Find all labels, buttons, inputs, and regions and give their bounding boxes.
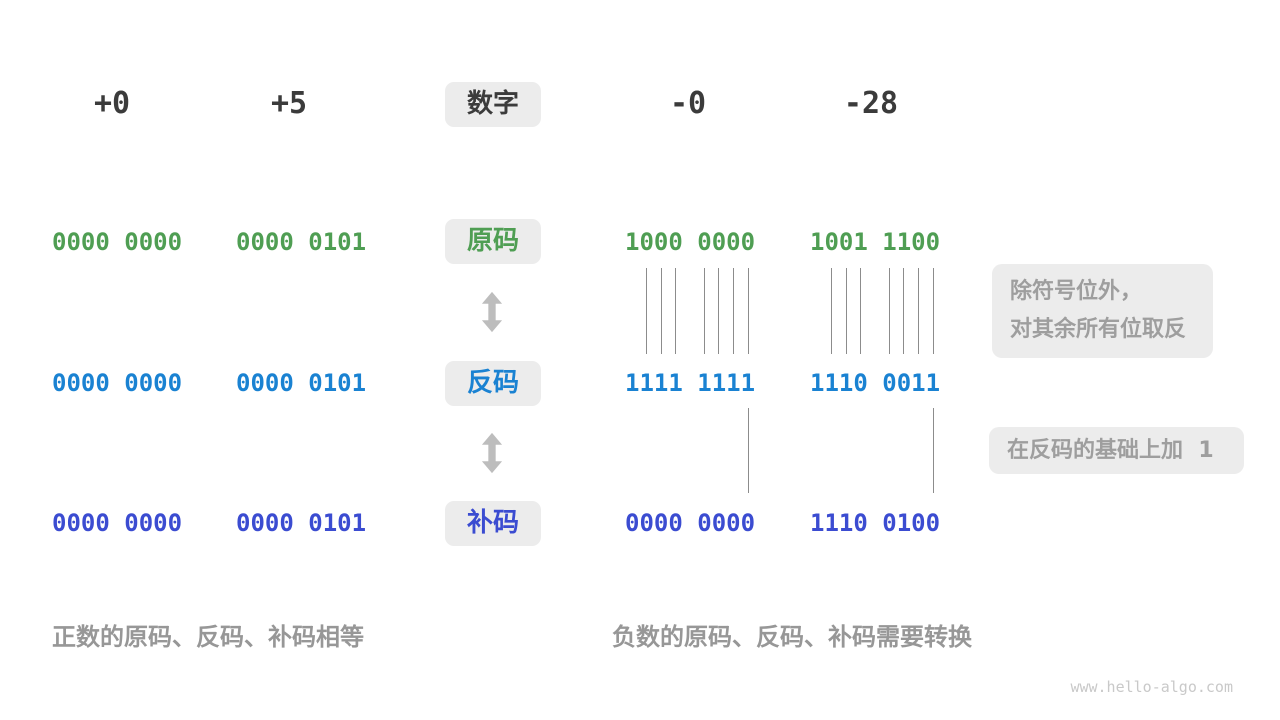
number-header-pos-five: +5 (270, 86, 308, 121)
row-label-twos-complement: 补码 (445, 501, 541, 546)
row-label-sign-magnitude: 原码 (445, 219, 541, 264)
note-invert-bits: 除符号位外， 对其余所有位取反 (992, 264, 1213, 358)
sign-magnitude-neg-28: 1001 1100 (810, 228, 941, 256)
bit-invert-line (903, 268, 904, 354)
bit-invert-line (675, 268, 676, 354)
bit-invert-line (860, 268, 861, 354)
twos-complement-neg-28: 1110 0100 (810, 509, 941, 537)
caption-positive-numbers: 正数的原码、反码、补码相等 (52, 623, 364, 651)
sign-magnitude-pos-zero: 0000 0000 (52, 228, 183, 256)
convert-updown-arrow-icon (481, 291, 503, 333)
bit-invert-line (889, 268, 890, 354)
bit-invert-line (918, 268, 919, 354)
number-header-pos-zero: +0 (93, 86, 131, 121)
bit-invert-line (831, 268, 832, 354)
note-invert-bits-line1: 除符号位外， (1010, 279, 1143, 304)
number-header-neg-zero: -0 (669, 86, 707, 121)
bit-invert-line (933, 268, 934, 354)
ones-complement-pos-five: 0000 0101 (236, 369, 367, 397)
bit-invert-line (846, 268, 847, 354)
bit-invert-line (646, 268, 647, 354)
row-label-ones-complement: 反码 (445, 361, 541, 406)
note-add-one: 在反码的基础上加 1 (989, 427, 1244, 474)
row-label-number: 数字 (445, 82, 541, 127)
bit-invert-line (748, 268, 749, 354)
number-header-neg-28: -28 (843, 86, 899, 121)
watermark-url: www.hello-algo.com (1070, 678, 1233, 696)
ones-complement-pos-zero: 0000 0000 (52, 369, 183, 397)
bit-invert-line (718, 268, 719, 354)
twos-complement-pos-zero: 0000 0000 (52, 509, 183, 537)
ones-complement-neg-28: 1110 0011 (810, 369, 941, 397)
note-invert-bits-line2: 对其余所有位取反 (1010, 317, 1187, 342)
add-one-line (748, 408, 749, 493)
caption-negative-numbers: 负数的原码、反码、补码需要转换 (612, 623, 972, 651)
bit-invert-line (661, 268, 662, 354)
twos-complement-pos-five: 0000 0101 (236, 509, 367, 537)
twos-complement-neg-zero: 0000 0000 (625, 509, 756, 537)
sign-magnitude-pos-five: 0000 0101 (236, 228, 367, 256)
ones-complement-neg-zero: 1111 1111 (625, 369, 756, 397)
add-one-line (933, 408, 934, 493)
sign-magnitude-neg-zero: 1000 0000 (625, 228, 756, 256)
bit-invert-line (733, 268, 734, 354)
bit-invert-line (704, 268, 705, 354)
convert-updown-arrow-icon (481, 432, 503, 474)
